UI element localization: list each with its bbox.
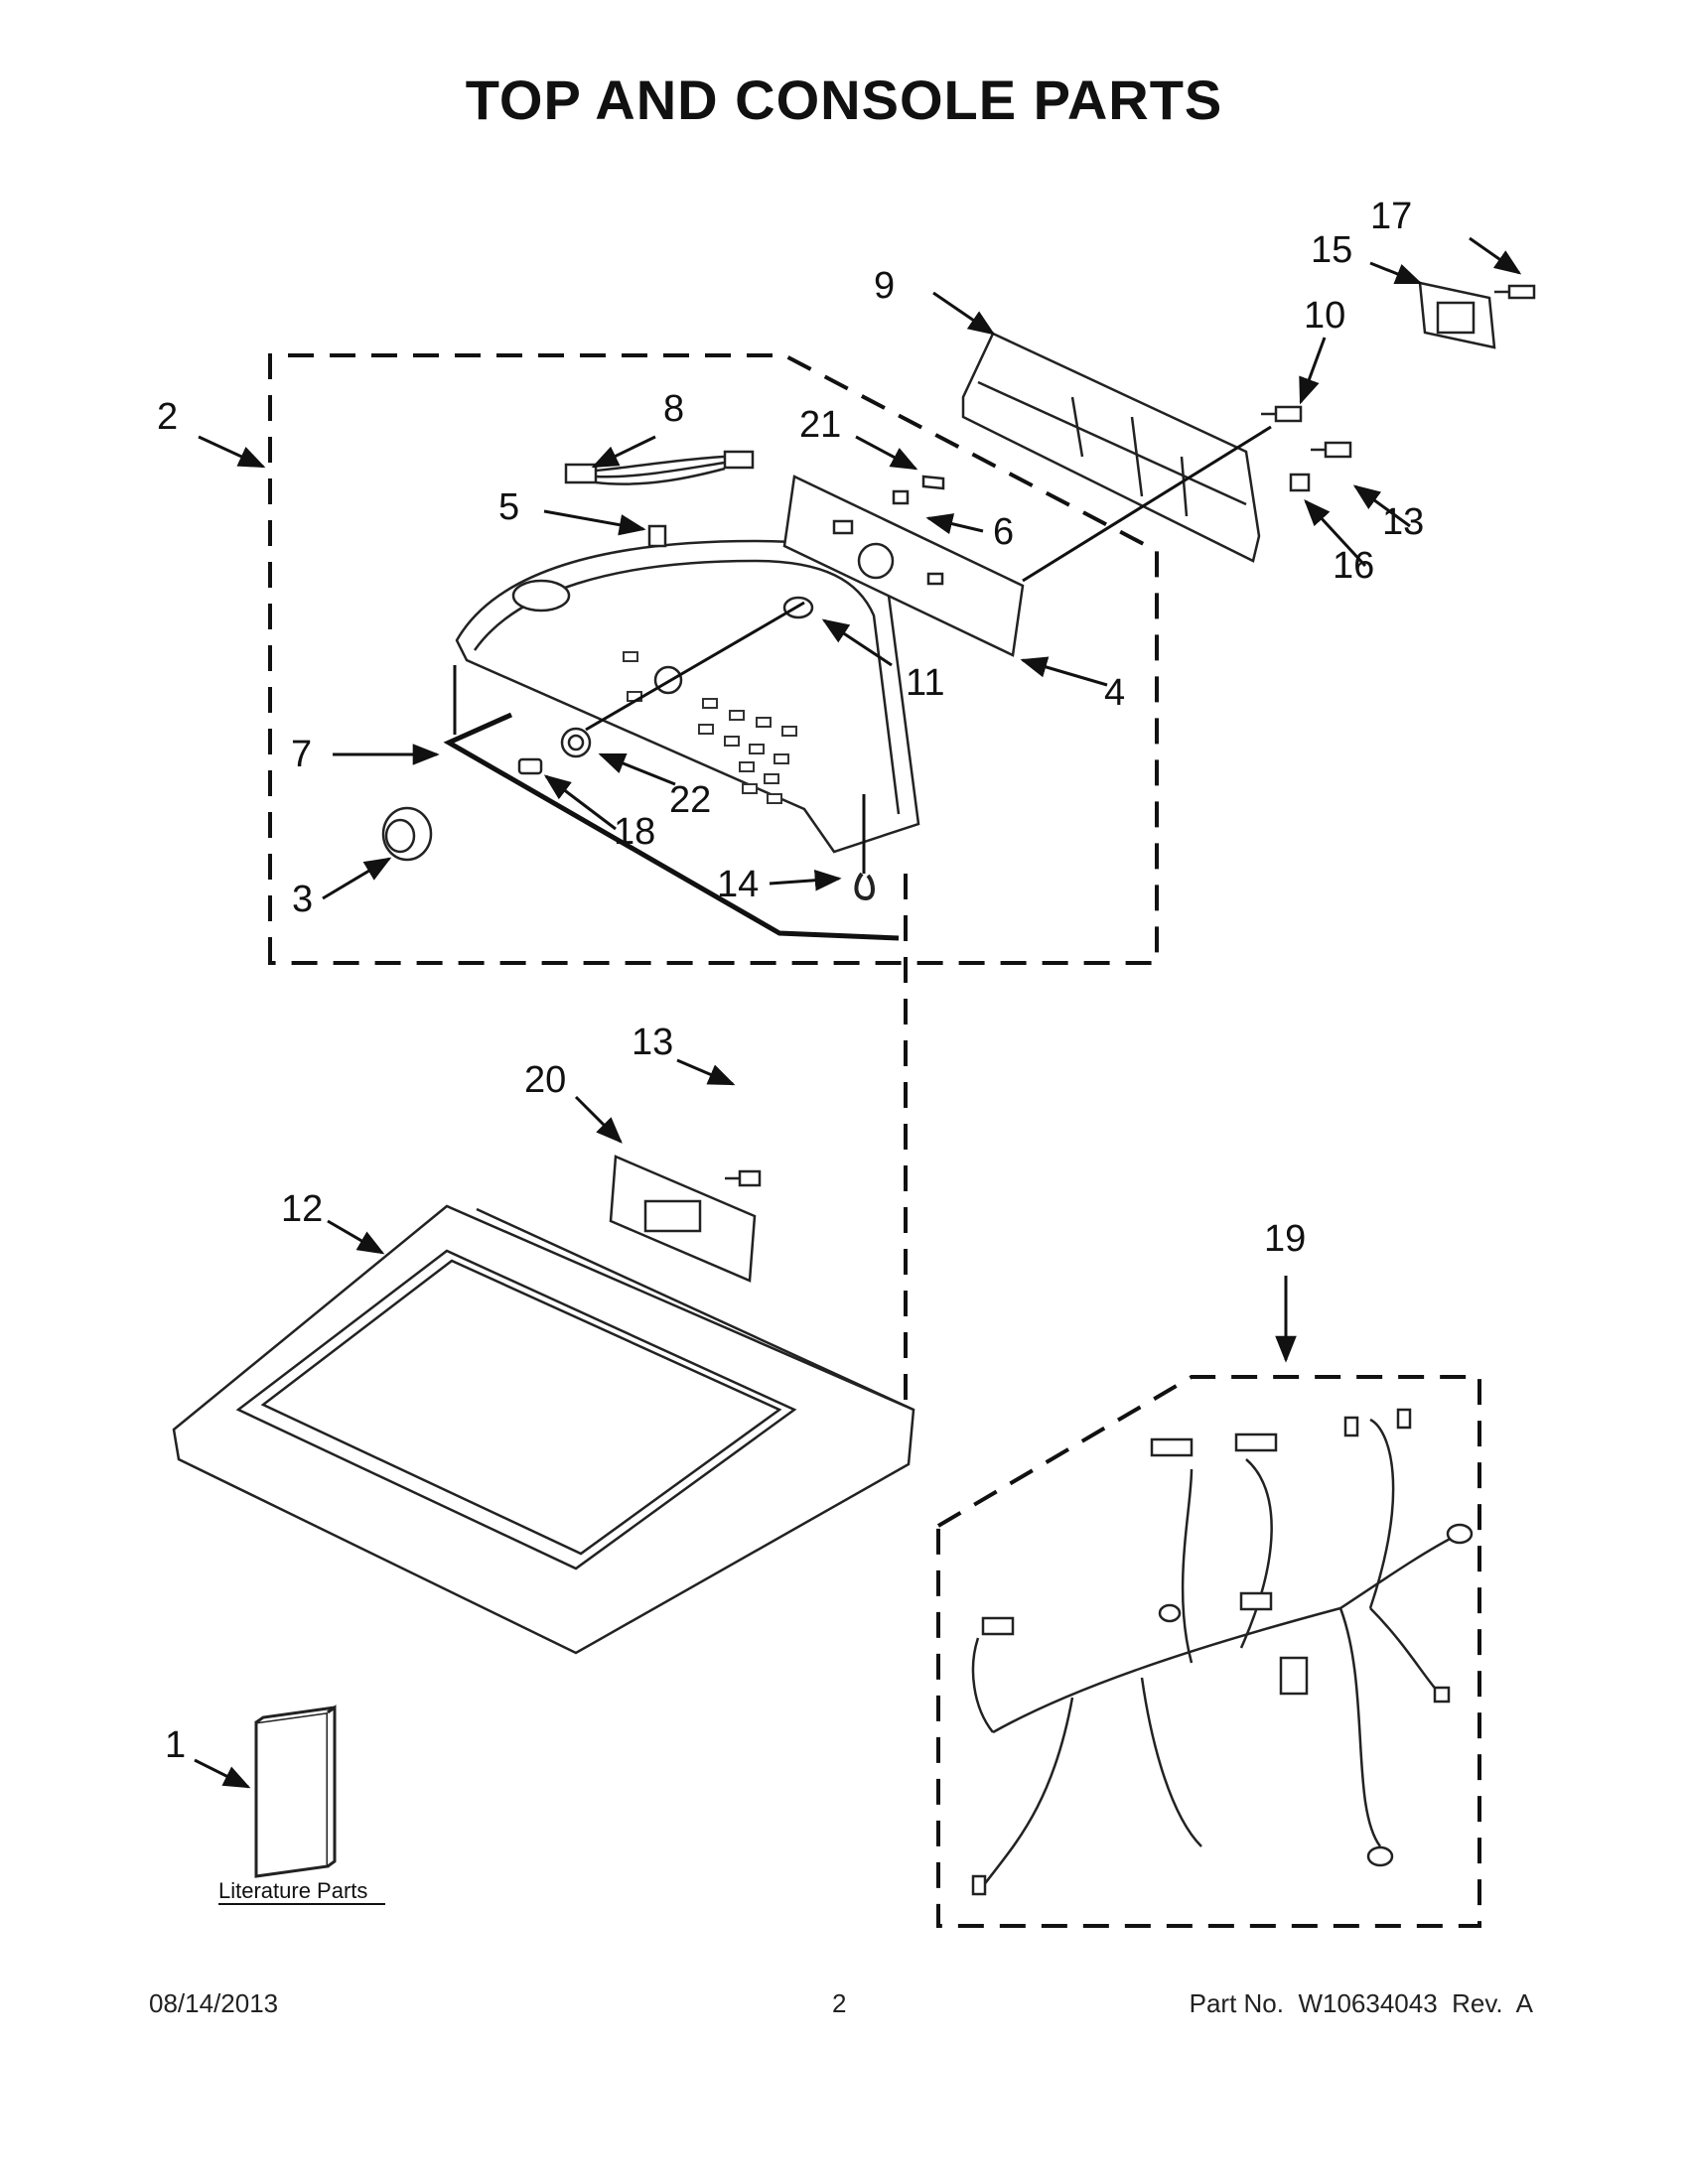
- main-wire-harness-part: [971, 1418, 1461, 1887]
- encoder-part: [517, 727, 592, 775]
- small-fasteners: [892, 475, 945, 505]
- callout-14: 14: [717, 864, 759, 905]
- page-title: TOP AND CONSOLE PARTS: [465, 68, 1223, 131]
- callout-10: 10: [1304, 295, 1345, 337]
- callout-22: 22: [669, 779, 711, 821]
- electronic-module-part: [609, 1155, 757, 1283]
- callout-4: 4: [1104, 672, 1125, 714]
- small-harness-part: [564, 450, 755, 485]
- callout-21: 21: [799, 404, 841, 446]
- callout-11: 11: [906, 662, 944, 704]
- bracket-module-part: [1418, 281, 1496, 349]
- callout-3: 3: [292, 879, 313, 920]
- callout-19: 19: [1264, 1218, 1306, 1260]
- callout-12: 12: [281, 1188, 323, 1230]
- literature-parts-label: Literature Parts: [218, 1878, 367, 1903]
- callout-13a: 13: [1382, 501, 1424, 543]
- footer-page-number: 2: [832, 1988, 847, 2018]
- callout-17: 17: [1370, 196, 1412, 237]
- top-panel-part: [172, 1204, 915, 1655]
- bracket-part: [647, 524, 667, 548]
- callout-16: 16: [1333, 545, 1374, 587]
- alignment-lines: [585, 425, 1272, 874]
- control-board-part: [782, 475, 1025, 657]
- callout-7: 7: [291, 734, 312, 775]
- screw-parts: [725, 284, 1536, 1187]
- callout-13b: 13: [632, 1022, 673, 1063]
- brand-logo: [511, 579, 571, 613]
- callout-1: 1: [165, 1724, 186, 1766]
- harness-connectors: [971, 1408, 1474, 1896]
- console-assembly-dashed-box: [268, 353, 1159, 965]
- callout-5: 5: [498, 486, 519, 528]
- footer-part-number: Part No. W10634043 Rev. A: [1189, 1988, 1533, 2018]
- callout-8: 8: [663, 388, 684, 430]
- footer-date: 08/14/2013: [149, 1988, 279, 2018]
- callout-arrows: [194, 236, 1522, 1789]
- callout-6: 6: [993, 511, 1014, 553]
- callout-labels: 1 2 3 4 5 6 7 8 9 10 11 12 13 13 14 15 1…: [157, 196, 1424, 1766]
- wire-harness-dashed-box: [936, 1375, 1481, 1928]
- knob-part: [381, 806, 433, 862]
- literature-part: [254, 1705, 337, 1878]
- seal-strip: [443, 665, 900, 941]
- callout-18: 18: [614, 811, 655, 853]
- callout-9: 9: [874, 265, 895, 307]
- callout-2: 2: [157, 396, 178, 438]
- callout-15: 15: [1311, 229, 1352, 271]
- clip-part: [854, 872, 875, 901]
- callout-20: 20: [524, 1059, 566, 1101]
